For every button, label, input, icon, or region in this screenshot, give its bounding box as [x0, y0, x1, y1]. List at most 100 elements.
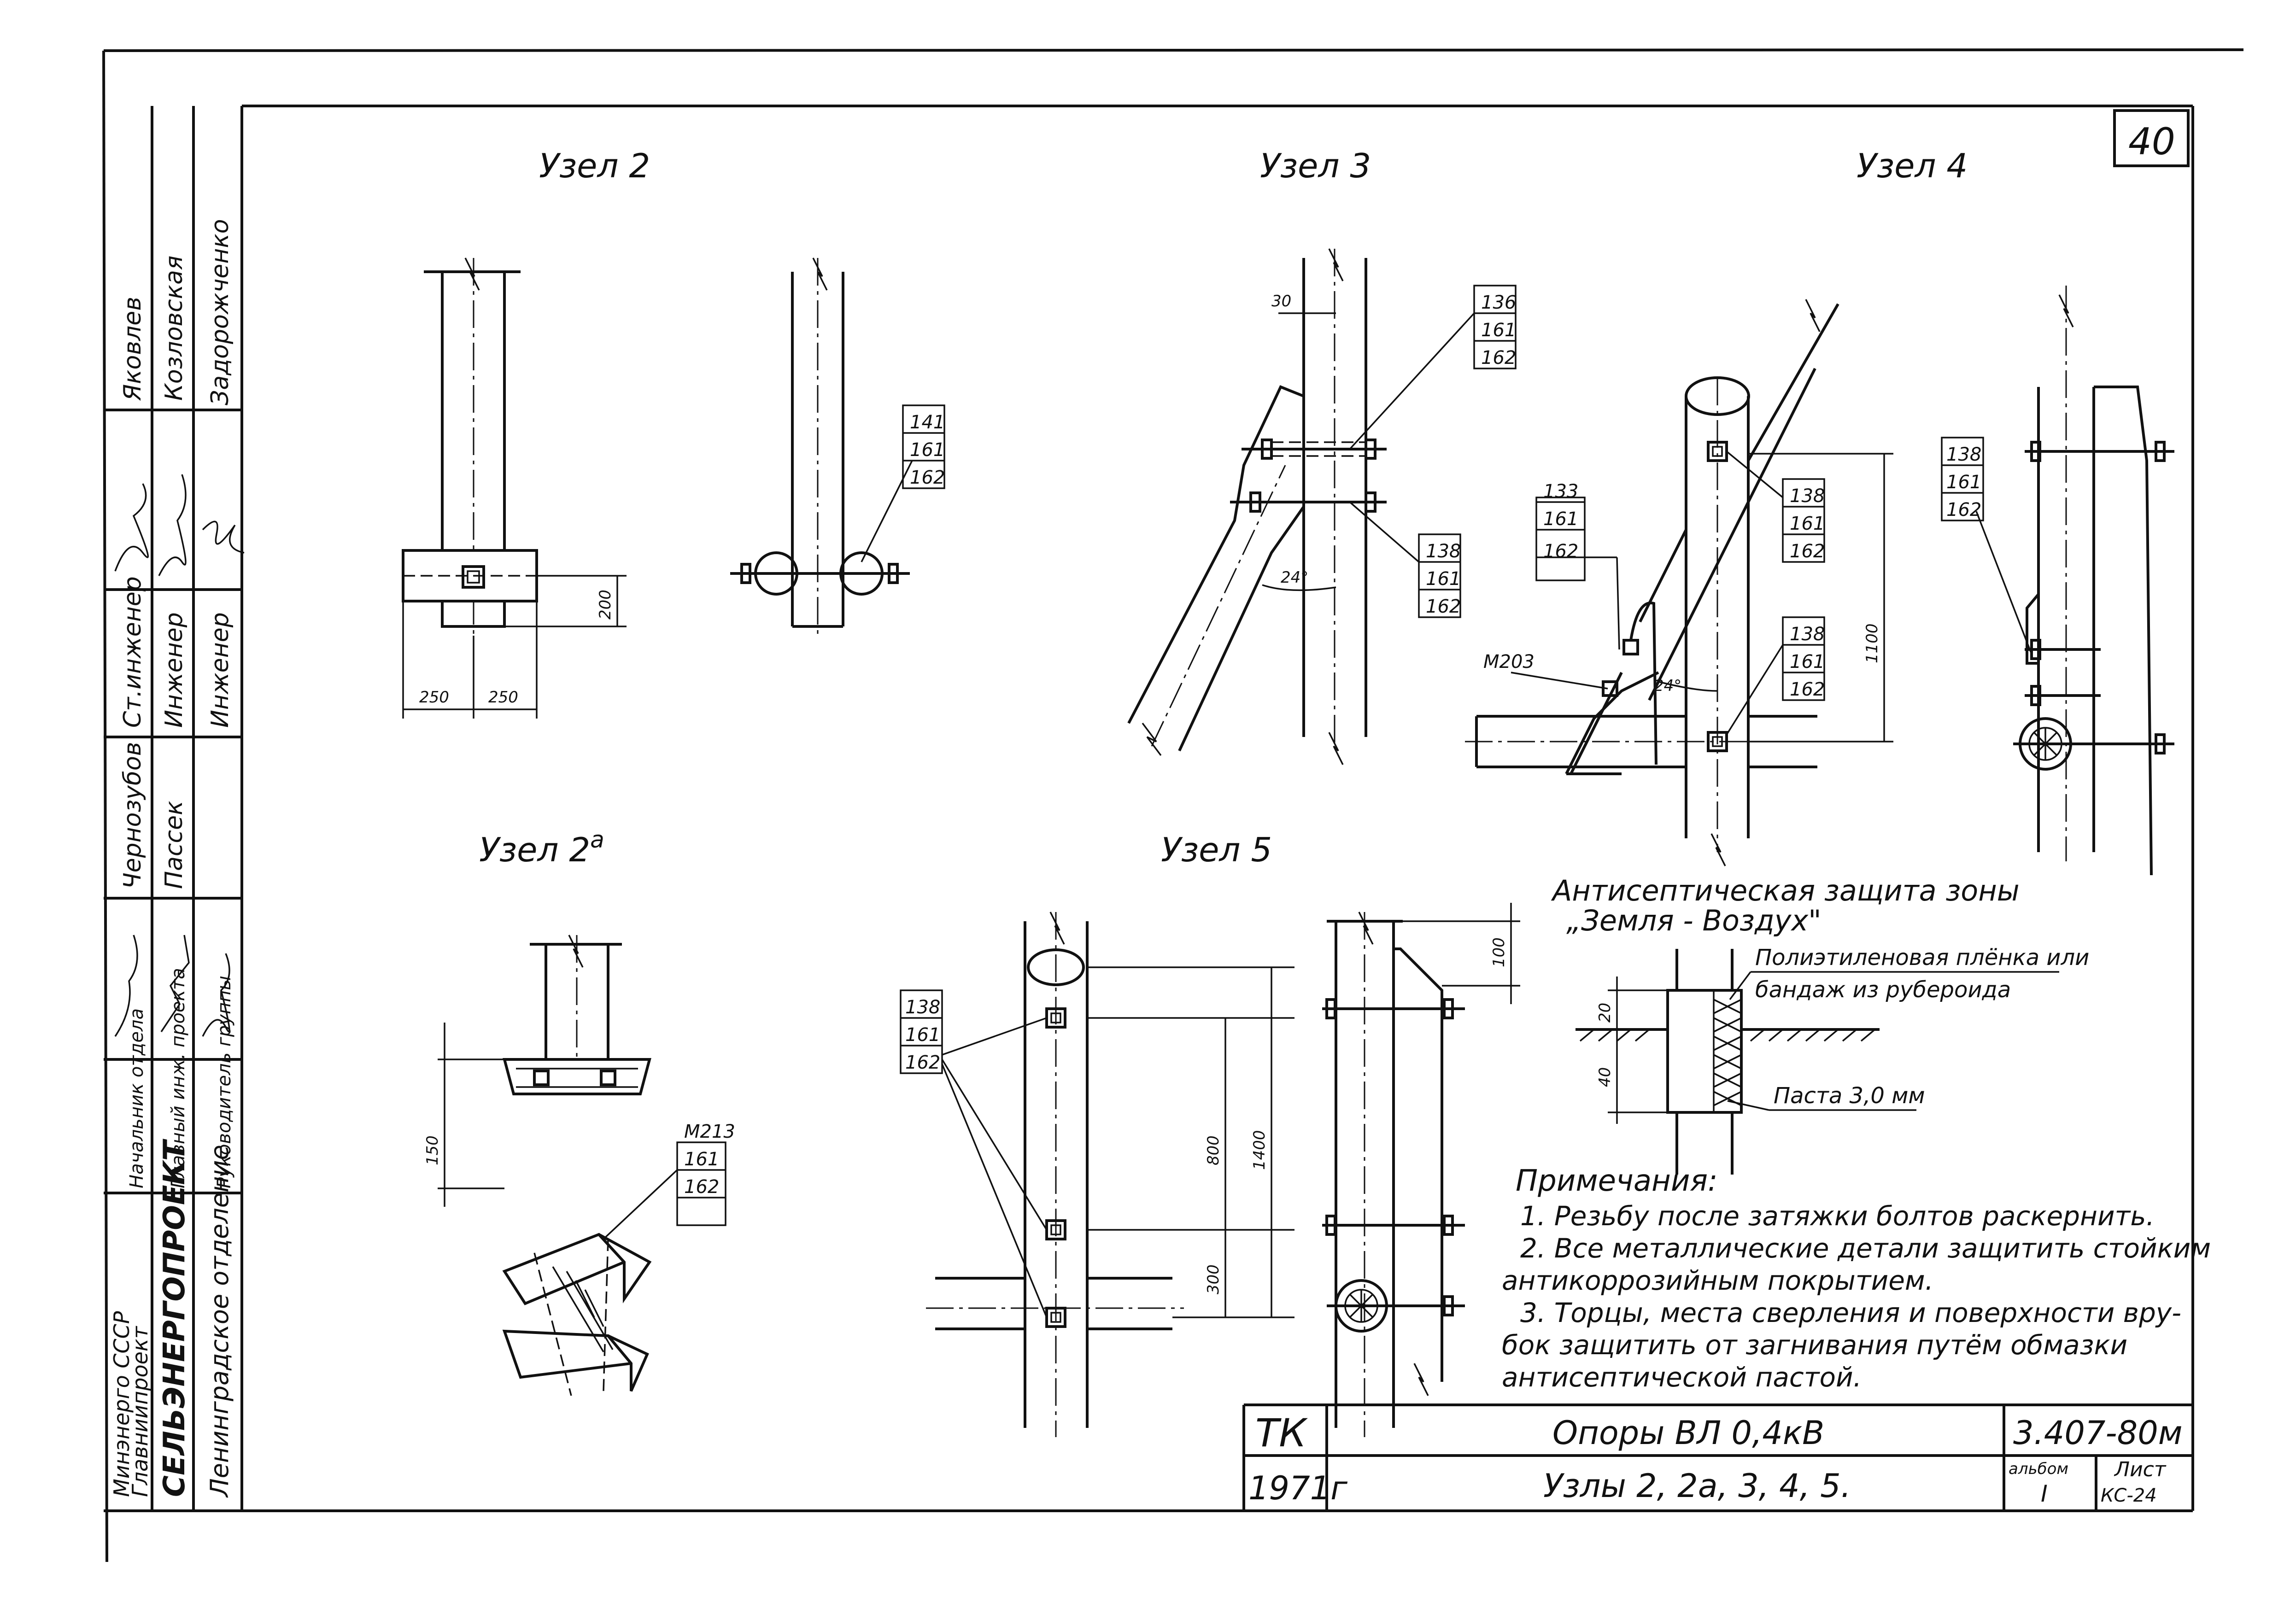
title-block-line1: Опоры ВЛ 0,4кВ	[1552, 1414, 1824, 1452]
node-5-callout-3: 162	[905, 1052, 940, 1073]
title-block-sheet-value: КС-24	[2101, 1485, 2157, 1506]
note-3a: 3. Торцы, места сверления и поверхности …	[1520, 1297, 2181, 1328]
node-4-callout-left-3: 162	[1543, 541, 1578, 562]
node-4-bolt-label: М203	[1483, 651, 1535, 672]
stamp-name-kozlovskaya: Козловская	[160, 256, 188, 401]
node-3-callout-bot-3: 162	[1426, 596, 1461, 617]
antiseptic-film-1: Полиэтиленовая плёнка или	[1755, 945, 2089, 971]
node-4-callout-right-1: 138	[1946, 444, 1981, 465]
sheet-frame: 40	[102, 48, 2244, 1562]
title-block-year: 1971г	[1248, 1469, 1348, 1507]
stamp-name-passek: Пассек	[160, 801, 188, 889]
stamp-name-chernozubov: Чернозубов	[119, 742, 146, 889]
stamp-org-name: СЕЛЬЭНЕРГОПРОЕКТ	[158, 1139, 192, 1497]
stamp-signature-2	[158, 474, 187, 576]
node-4-callout-right-2: 161	[1946, 472, 1981, 493]
antiseptic-dim-20: 20	[1596, 1003, 1614, 1023]
stamp-post-engineer-1: Инженер	[160, 612, 188, 728]
stamp-org-ministry: Минэнерго СССР	[109, 1311, 134, 1497]
note-2a: 2. Все металлические детали защитить сто…	[1520, 1233, 2211, 1264]
antiseptic-dim-40: 40	[1596, 1067, 1614, 1087]
node-5-dim-total: 1400	[1250, 1130, 1269, 1170]
node-2: Узел 2 250 250 200	[402, 146, 945, 719]
node-4-callout-mid-top-3: 162	[1790, 541, 1825, 562]
node-5-callout-2: 161	[905, 1024, 940, 1046]
title-block-album-value: I	[2041, 1480, 2048, 1507]
node-4-callout-left-2: 161	[1543, 509, 1578, 530]
antiseptic-paste: Паста 3,0 мм	[1774, 1083, 1925, 1109]
stamp-signature-3	[202, 520, 245, 554]
node-4-callout-mid-bot-1: 138	[1790, 624, 1825, 645]
notes-heading: Примечания:	[1516, 1164, 1718, 1198]
stamp-signature-6	[202, 953, 230, 1037]
title-block-line2: Узлы 2, 2а, 3, 4, 5.	[1543, 1467, 1851, 1505]
title-block-album-label: альбом	[2009, 1460, 2068, 1478]
note-2b: антикоррозийным покрытием.	[1502, 1265, 1933, 1296]
stamp-signature-4	[114, 935, 138, 1037]
antiseptic-title-1: Антисептическая защита зоны	[1551, 874, 2020, 907]
stamp-column: Яковлев Козловская Задорожченко Ст.инжен…	[104, 106, 245, 1511]
node-3-label: Узел 3	[1260, 146, 1371, 185]
notes: Примечания: 1. Резьбу после затяжки болт…	[1502, 1164, 2211, 1393]
node-3-callout-top-3: 162	[1481, 347, 1516, 368]
stamp-org-branch: Ленинградское отделение	[205, 1145, 234, 1498]
antiseptic-detail: Антисептическая защита зоны „Земля - Воз…	[1551, 874, 2089, 1175]
node-4-callout-left-1: 133	[1543, 481, 1578, 502]
node-2a-callout-3: 162	[684, 1176, 719, 1198]
stamp-org-institute: Главниипроект	[128, 1326, 152, 1497]
node-2a-callout-2: 161	[684, 1149, 719, 1170]
node-2a: Узел 2а 150 М213 161 162	[423, 826, 735, 1396]
node-4-callout-mid-top-1: 138	[1790, 485, 1825, 507]
stamp-name-zadorozhchenko: Задорожченко	[206, 219, 234, 405]
node-5-label: Узел 5	[1161, 830, 1272, 869]
node-4-callout-mid-top-2: 161	[1790, 513, 1825, 534]
node-2a-callout-1: М213	[684, 1121, 735, 1142]
node-2-dim-width-2: 250	[488, 688, 518, 707]
title-block-code: 3.407-80м	[2013, 1414, 2183, 1452]
node-4-callout-mid-bot-3: 162	[1790, 679, 1825, 700]
stamp-role-chief: Главный инж. проекта	[168, 968, 189, 1188]
antiseptic-title-2: „Земля - Воздух"	[1566, 904, 1822, 937]
node-2-callout-1: 141	[910, 412, 945, 433]
title-block-tk: ТК	[1255, 1410, 1308, 1456]
node-3-dim-angle: 24°	[1281, 568, 1308, 587]
node-2a-label: Узел 2а	[479, 826, 604, 869]
stamp-name-yakovlev: Яковлев	[119, 297, 146, 401]
node-5-dim-top: 100	[1490, 937, 1508, 967]
page-number: 40	[2128, 120, 2175, 163]
antiseptic-film-2: бандаж из рубероида	[1755, 977, 2011, 1003]
stamp-signature-5	[160, 935, 190, 1032]
node-3-callout-top-2: 161	[1481, 320, 1516, 341]
node-5-dim-low: 300	[1204, 1264, 1223, 1294]
stamp-signature-1	[114, 483, 149, 572]
stamp-role-head: Начальник отдела	[126, 1008, 147, 1188]
node-5: Узел 5 800 300 1400 138 161 162	[900, 830, 1520, 1437]
node-2-callout-2: 161	[910, 439, 945, 461]
node-2-label: Узел 2	[539, 146, 650, 185]
node-4: Узел 4 М203 24°	[1465, 146, 2174, 876]
node-3-dim-offset: 30	[1271, 292, 1291, 310]
note-3b: бок защитить от загнивания путём обмазки	[1502, 1329, 2127, 1361]
stamp-post-senior-engineer: Ст.инженер	[119, 576, 146, 728]
note-1: 1. Резьбу после затяжки болтов раскернит…	[1520, 1200, 2155, 1232]
node-3-callout-bot-2: 161	[1426, 568, 1461, 590]
title-block: ТК 1971г Опоры ВЛ 0,4кВ Узлы 2, 2а, 3, 4…	[1242, 1403, 2193, 1511]
node-2-callout-3: 162	[910, 467, 945, 488]
node-2-dim-width-1: 250	[419, 688, 449, 707]
node-2a-dim-height: 150	[423, 1135, 442, 1165]
node-4-callout-right-3: 162	[1946, 499, 1981, 520]
node-4-label: Узел 4	[1857, 146, 1968, 185]
node-4-dim-angle: 24°	[1654, 677, 1681, 695]
node-5-dim-mid: 800	[1204, 1135, 1223, 1165]
node-3-callout-top-1: 136	[1481, 292, 1516, 313]
stamp-role-lead: Руководитель группы	[214, 976, 235, 1188]
node-5-callout-1: 138	[905, 997, 940, 1018]
node-4-callout-mid-bot-2: 161	[1790, 651, 1825, 672]
title-block-sheet-label: Лист	[2114, 1458, 2167, 1481]
note-3c: антисептической пастой.	[1502, 1362, 1862, 1393]
node-3-callout-bot-1: 138	[1426, 541, 1461, 562]
node-2-dim-height: 200	[596, 590, 615, 620]
stamp-post-engineer-2: Инженер	[206, 612, 234, 728]
node-3: Узел 3 30 24° 136 161 162	[1127, 146, 1517, 765]
